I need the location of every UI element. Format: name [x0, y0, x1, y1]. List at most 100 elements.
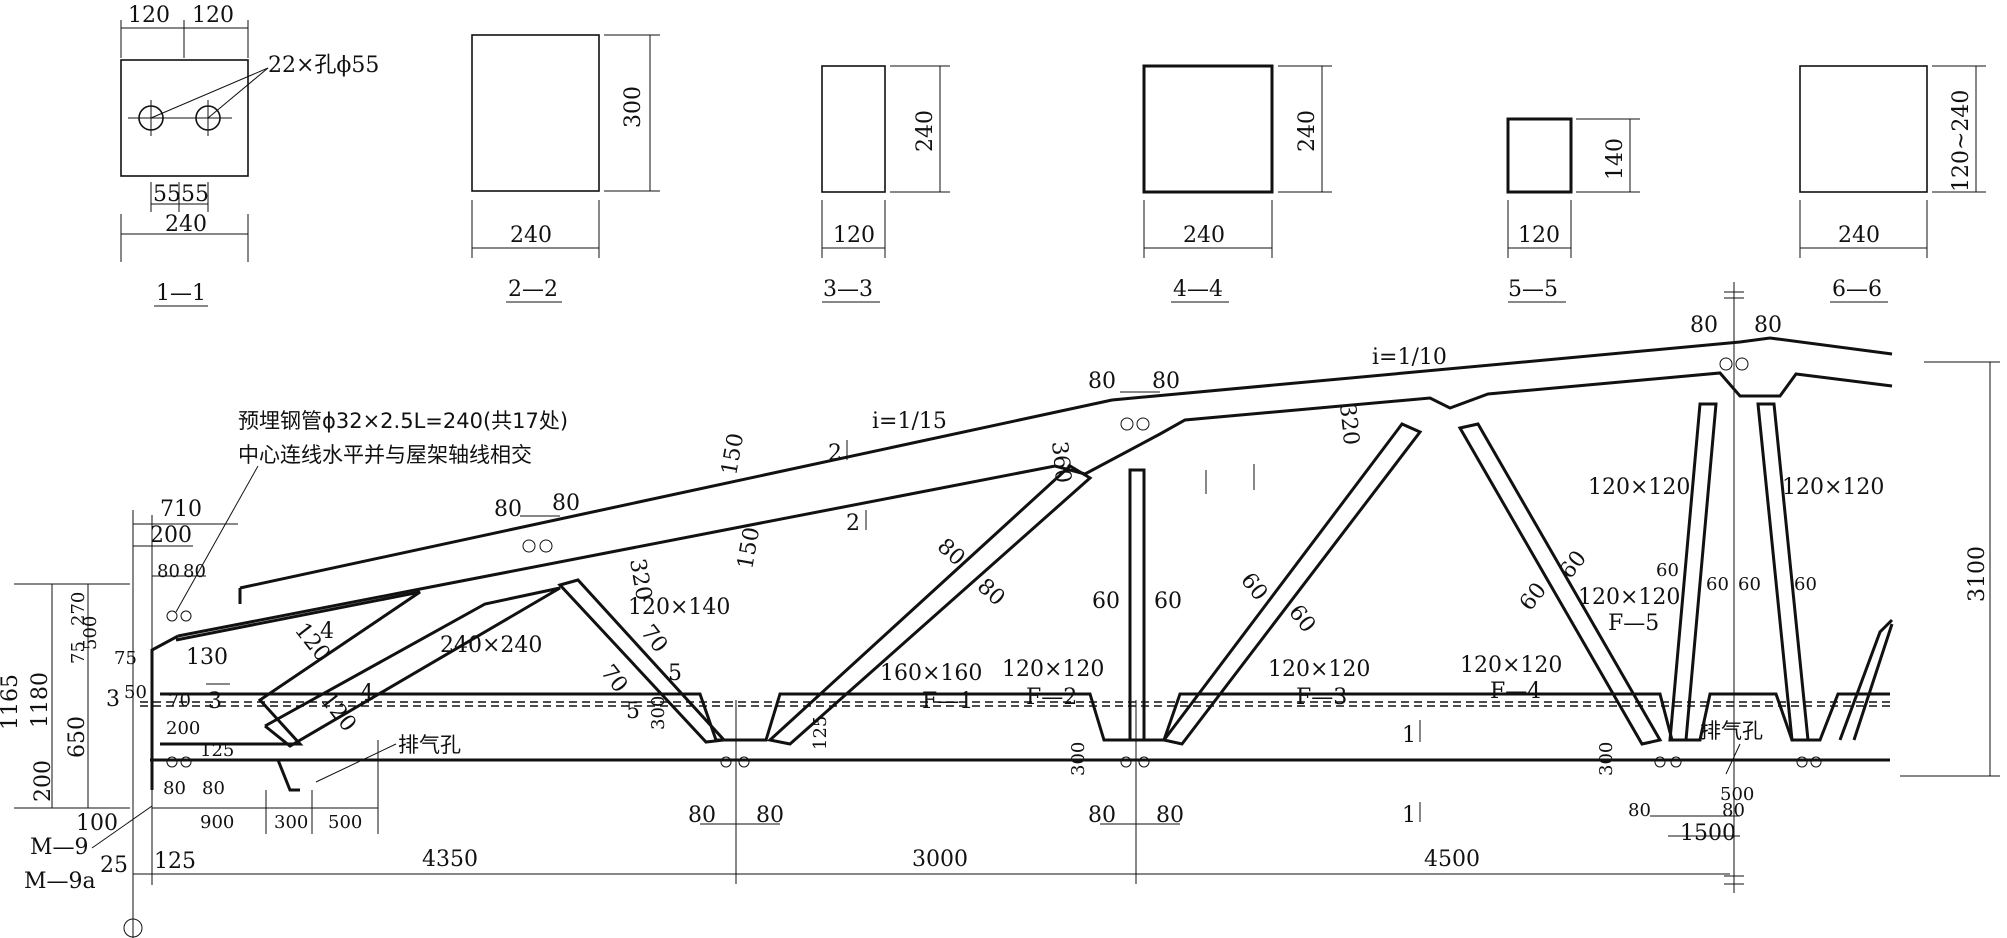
dim-node3-b: 80 — [1722, 800, 1745, 821]
dim-upper-node1-b: 80 — [552, 491, 580, 516]
dim-f4-b: 60 — [1555, 546, 1592, 583]
dim-f5-c: 60 — [1738, 574, 1761, 595]
label-diag-c: 120×120 — [1268, 657, 1370, 682]
section-1-1: 22×孔ϕ55 120 120 55 55 240 1—1 — [120, 3, 379, 307]
label-right-right: 120×120 — [1782, 475, 1884, 500]
dim-500-right: 500 — [1720, 784, 1754, 805]
dim-100: 100 — [76, 811, 118, 836]
dim-node3-a: 80 — [1628, 800, 1651, 821]
dim-300: 300 — [274, 812, 308, 833]
dim-1-1-top-right: 120 — [192, 3, 234, 28]
vent-label-right: 排气孔 — [1700, 719, 1763, 743]
dim-1165: 1165 — [0, 674, 23, 730]
label-diag-a: 120×140 — [628, 595, 730, 620]
truss-elevation: 710 200 80 80 1165 1180 270 500 75 650 2… — [0, 282, 2000, 938]
dim-80-small-a: 80 — [163, 778, 186, 799]
dim-1-1-width: 240 — [165, 212, 207, 237]
section-mark-3-right: 3 — [208, 689, 222, 714]
top-chord-outer — [239, 336, 1893, 590]
section-mark-1-b: 1 — [1402, 803, 1416, 828]
dim-500: 500 — [80, 616, 101, 650]
dim-2-2-height: 300 — [621, 86, 646, 128]
section-5-5: 140 120 5—5 — [1506, 117, 1640, 303]
dim-500-low: 500 — [328, 812, 362, 833]
dim-3-3-height: 240 — [913, 110, 938, 152]
dim-75: 75 — [114, 648, 137, 669]
section-mark-2-a: 2 — [828, 441, 842, 466]
section-4-4-title: 4—4 — [1173, 277, 1223, 302]
dim-f1-a: 80 — [932, 534, 970, 571]
span-3: 4500 — [1424, 847, 1480, 872]
dim-70-left: 70 — [168, 690, 191, 711]
dim-270: 270 — [68, 592, 89, 626]
section-3-3-outline — [821, 65, 886, 193]
dim-200-v: 200 — [31, 760, 56, 802]
left-inner-slot — [264, 586, 561, 748]
dim-overall-height: 3100 — [1965, 546, 1990, 602]
dim-4-4-width: 240 — [1183, 223, 1225, 248]
section-5-5-outline — [1506, 117, 1573, 194]
section-mark-5-b: 5 — [626, 699, 640, 724]
dim-200-small: 200 — [166, 718, 200, 739]
vertical-f2 — [1128, 468, 1146, 742]
dim-2-2-width: 240 — [510, 223, 552, 248]
dim-6-6-width: 240 — [1838, 223, 1880, 248]
label-diag-d: 120×120 — [1460, 653, 1562, 678]
dim-50: 50 — [124, 682, 147, 703]
dim-1500: 1500 — [1680, 821, 1736, 846]
dim-f5-a: 60 — [1656, 560, 1679, 581]
section-mark-5-a: 5 — [668, 661, 682, 686]
label-right-left: 120×120 — [1588, 475, 1690, 500]
hole-note: 22×孔ϕ55 — [268, 53, 379, 78]
dim-end-offset: 25 — [100, 853, 128, 878]
dim-node2-a: 80 — [1088, 803, 1116, 828]
dim-150-a: 150 — [717, 431, 749, 477]
dim-1-1-top-left: 120 — [128, 3, 170, 28]
mark-m9: M—9 — [30, 835, 89, 860]
tag-f4: F—4 — [1490, 679, 1541, 704]
section-2-2: 300 240 2—2 — [471, 34, 660, 303]
dim-node1-a: 80 — [688, 803, 716, 828]
tag-f3: F—3 — [1296, 685, 1347, 710]
diag-f3 — [1161, 422, 1423, 746]
dim-300-node3: 300 — [1596, 742, 1617, 776]
dim-f2-a: 60 — [1092, 589, 1120, 614]
dim-3-3-width: 120 — [833, 223, 875, 248]
dim-75-v: 75 — [68, 641, 89, 664]
dim-300-node1: 300 — [648, 696, 669, 730]
dim-80-b: 80 — [183, 561, 206, 582]
pair-f5-right — [1756, 402, 1810, 742]
dim-360: 360 — [1046, 440, 1075, 484]
section-3-3-title: 3—3 — [823, 277, 873, 302]
label-vertical-1: 120×120 — [1002, 657, 1104, 682]
diag-f1 — [766, 464, 1093, 746]
dim-150-b: 150 — [733, 525, 765, 571]
dim-f3-a: 60 — [1235, 568, 1272, 605]
label-pair: 120×120 — [1578, 585, 1680, 610]
dim-80-small-b: 80 — [202, 778, 225, 799]
dim-upper-node2-a: 80 — [1088, 369, 1116, 394]
dim-6-6-height: 120~240 — [1949, 90, 1974, 192]
pair-f5-left — [1668, 402, 1718, 742]
dim-650: 650 — [65, 716, 90, 758]
slope-left: i=1/15 — [872, 409, 947, 434]
span-1: 4350 — [422, 847, 478, 872]
dim-1-1-bottom-a: 55 — [153, 182, 181, 207]
dim-70-diag-a: 70 — [595, 660, 632, 697]
dim-5-5-height: 140 — [1603, 138, 1628, 180]
nodes — [166, 357, 1822, 768]
dim-200: 200 — [150, 523, 192, 548]
dim-70-diag-b: 70 — [635, 620, 672, 657]
tag-f2: F—2 — [1026, 685, 1077, 710]
support-circle — [123, 918, 143, 938]
tag-f1: F—1 — [922, 689, 973, 714]
section-mark-4-a: 4 — [320, 619, 334, 644]
section-6-6-outline — [1799, 65, 1928, 193]
dim-300-node2: 300 — [1068, 742, 1089, 776]
section-2-2-title: 2—2 — [508, 277, 558, 302]
section-mark-1-a: 1 — [1402, 723, 1416, 748]
diag-f4 — [1457, 422, 1663, 746]
section-3-3: 240 120 3—3 — [821, 65, 950, 303]
section-2-2-outline — [471, 34, 600, 192]
top-chord-inner — [177, 371, 1893, 638]
